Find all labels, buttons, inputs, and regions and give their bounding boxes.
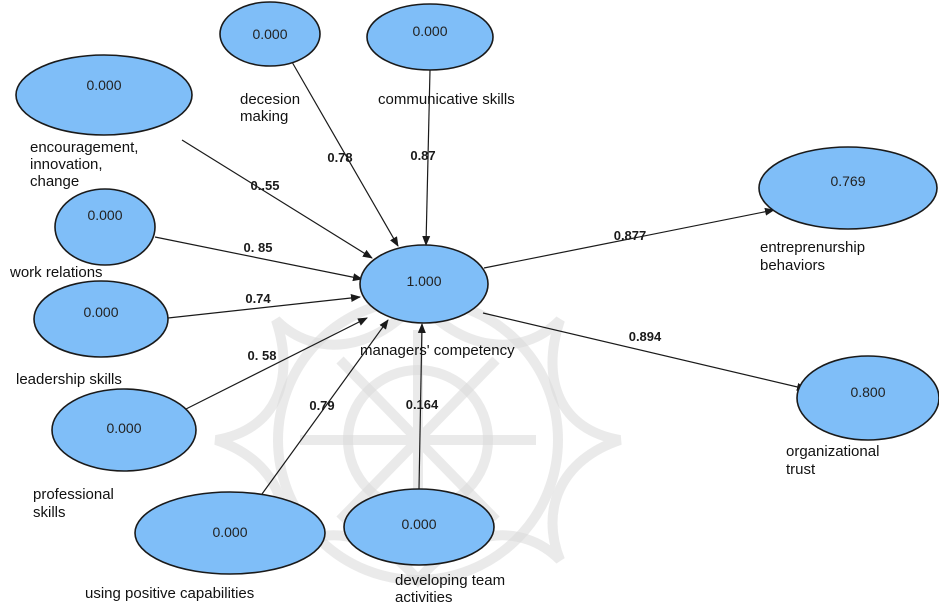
path-edge-managers-competency-to-entrepreneurship-behaviors: 0.877 (483, 207, 775, 269)
node-label-line: organizational (786, 443, 879, 460)
node-leadership-skills[interactable]: 0.000 leadership skills (16, 280, 169, 388)
edge-arrow (291, 61, 399, 247)
path-edge-using-positive-capabilities-to-managers-competency: 0.79 (261, 319, 389, 495)
node-label-line: behaviors (760, 257, 825, 274)
node-label: using positive capabilities (85, 585, 254, 602)
edge-arrow (154, 236, 363, 282)
edge-arrow (183, 317, 368, 411)
node-ellipse[interactable] (219, 1, 321, 67)
node-label-line: making (240, 108, 288, 125)
node-managers-competency[interactable]: 1.000 managers' competency (359, 244, 515, 359)
path-edge-leadership-skills-to-managers-competency: 0.74 (167, 291, 361, 319)
node-label-line: trust (786, 461, 816, 478)
path-coefficient-label: 0.79 (309, 398, 334, 413)
path-edge-decesion-making-to-managers-competency: 0.78 (291, 61, 399, 247)
edge-arrow (422, 69, 431, 246)
node-ellipse[interactable] (366, 3, 494, 71)
path-edge-communicative-skills-to-managers-competency: 0.87 (410, 69, 436, 246)
node-label-line: skills (33, 504, 66, 521)
edge-arrow (181, 139, 373, 259)
node-r-squared-value: 0.000 (83, 304, 118, 320)
edge-arrow (482, 312, 807, 391)
node-label-line: communicative skills (378, 91, 515, 108)
node-using-positive-capabilities[interactable]: 0.000 using positive capabilities (85, 491, 326, 602)
edge-arrow (167, 294, 361, 319)
edge-arrow (261, 319, 389, 495)
node-ellipse[interactable] (54, 188, 156, 266)
path-edge-managers-competency-to-organizational-trust: 0.894 (482, 312, 807, 391)
path-coefficient-label: 0.74 (245, 291, 271, 306)
node-label-line: change (30, 173, 79, 190)
node-ellipse[interactable] (359, 244, 489, 324)
node-label-line: innovation, (30, 156, 103, 173)
node-r-squared-value: 0.000 (412, 23, 447, 39)
node-label-line: professional (33, 486, 114, 503)
node-r-squared-value: 0.000 (87, 207, 122, 223)
path-coefficient-label: 0.87 (410, 148, 435, 163)
path-edge-work-relations-to-managers-competency: 0. 85 (154, 236, 363, 282)
node-label-line: leadership skills (16, 371, 122, 388)
node-label: managers' competency (360, 342, 515, 359)
node-r-squared-value: 0.000 (252, 26, 287, 42)
node-ellipse[interactable] (758, 146, 938, 230)
node-r-squared-value: 0.000 (401, 516, 436, 532)
node-r-squared-value: 1.000 (406, 273, 441, 289)
node-label-line: developing team (395, 572, 505, 589)
path-edge-professional-skills-to-managers-competency: 0. 58 (183, 317, 368, 411)
node-ellipse[interactable] (796, 355, 939, 441)
node-ellipse[interactable] (15, 54, 193, 136)
node-ellipse[interactable] (134, 491, 326, 575)
path-coefficient-label: 0..55 (251, 178, 280, 193)
node-label: encouragement,innovation,change (30, 139, 138, 190)
node-label-line: decesion (240, 91, 300, 108)
edges-layer: 0.78 0.87 0..55 0. 85 0.74 0. 58 0.79 0.164 0.87… (154, 61, 807, 495)
node-label-line: managers' competency (360, 342, 515, 359)
path-coefficient-label: 0.164 (406, 397, 439, 412)
node-label: communicative skills (378, 91, 515, 108)
node-ellipse[interactable] (343, 488, 495, 566)
node-label-line: work relations (9, 264, 103, 281)
node-label-line: activities (395, 589, 453, 606)
path-coefficient-label: 0. 85 (244, 240, 273, 255)
node-r-squared-value: 0.769 (830, 173, 865, 189)
node-label: leadership skills (16, 371, 122, 388)
node-r-squared-value: 0.000 (86, 77, 121, 93)
node-encouragement[interactable]: 0.000 encouragement,innovation,change (15, 54, 193, 190)
node-ellipse[interactable] (33, 280, 169, 358)
node-r-squared-value: 0.800 (850, 384, 885, 400)
node-label-line: entreprenurship (760, 239, 865, 256)
path-coefficient-label: 0. 58 (248, 348, 277, 363)
edge-arrow (417, 323, 426, 490)
node-ellipse[interactable] (51, 388, 197, 472)
node-label-line: using positive capabilities (85, 585, 254, 602)
node-communicative-skills[interactable]: 0.000 communicative skills (366, 3, 515, 108)
node-work-relations[interactable]: 0.000 work relations (9, 188, 156, 281)
path-edge-developing-team-activities-to-managers-competency: 0.164 (406, 323, 439, 490)
node-label-line: encouragement, (30, 139, 138, 156)
path-coefficient-label: 0.894 (629, 329, 662, 344)
node-label: work relations (9, 264, 103, 281)
node-r-squared-value: 0.000 (212, 524, 247, 540)
path-edge-encouragement-to-managers-competency: 0..55 (181, 139, 373, 259)
node-r-squared-value: 0.000 (106, 420, 141, 436)
path-coefficient-label: 0.877 (614, 228, 647, 243)
edge-arrow (483, 207, 775, 269)
path-coefficient-label: 0.78 (327, 150, 352, 165)
